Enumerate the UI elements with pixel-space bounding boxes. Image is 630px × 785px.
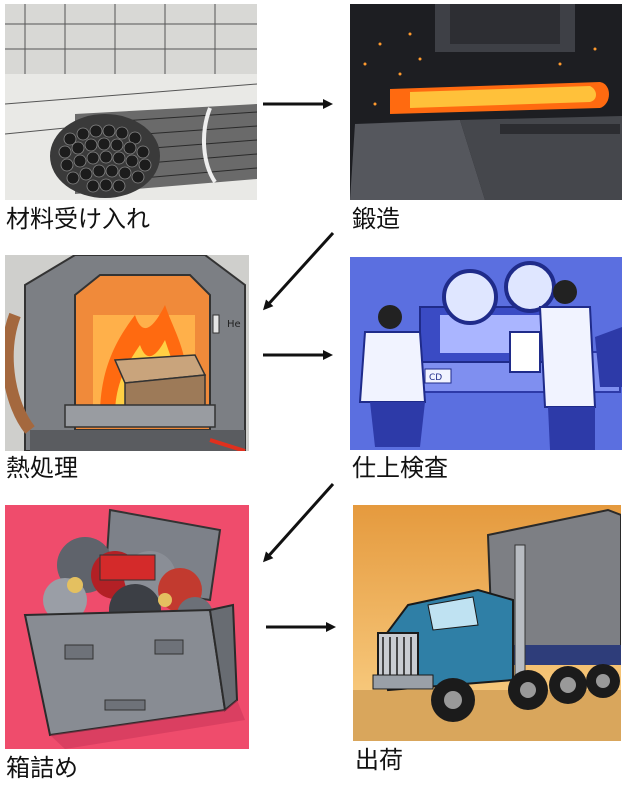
parts-box-image: [5, 505, 249, 749]
truck-image: [353, 505, 621, 741]
arrow-2-to-3: [262, 231, 335, 311]
furnace-image: He: [5, 255, 249, 451]
step-label-packing: 箱詰め: [6, 754, 78, 782]
step-label-forging: 鍛造: [352, 205, 400, 233]
step-label-inspection: 仕上検査: [352, 454, 448, 482]
inspection-tag: CD: [429, 373, 442, 383]
inspection-image: CD: [350, 257, 622, 450]
furnace-tag: He: [227, 319, 241, 330]
forging-image: [350, 4, 622, 200]
arrow-4-to-5: [262, 482, 335, 563]
step-label-material-receiving: 材料受け入れ: [6, 205, 150, 233]
step-label-heat-treatment: 熱処理: [6, 454, 78, 482]
step-label-shipping: 出荷: [355, 746, 403, 774]
steel-bars-image: [5, 4, 257, 200]
